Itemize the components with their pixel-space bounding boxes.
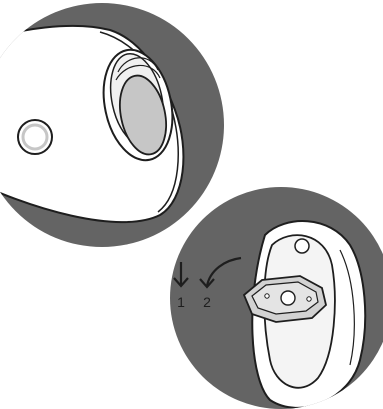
bracket-hole-right xyxy=(307,297,311,301)
bottom-detail-circle: 1 2 xyxy=(170,187,383,409)
button-ring-inner xyxy=(23,125,47,149)
top-detail-circle xyxy=(0,3,224,247)
screw-hole xyxy=(295,239,309,253)
step-label-2: 2 xyxy=(203,294,211,310)
bracket-center-hole xyxy=(281,291,295,305)
step-label-1: 1 xyxy=(177,294,185,310)
bracket-hole-left xyxy=(265,294,269,298)
